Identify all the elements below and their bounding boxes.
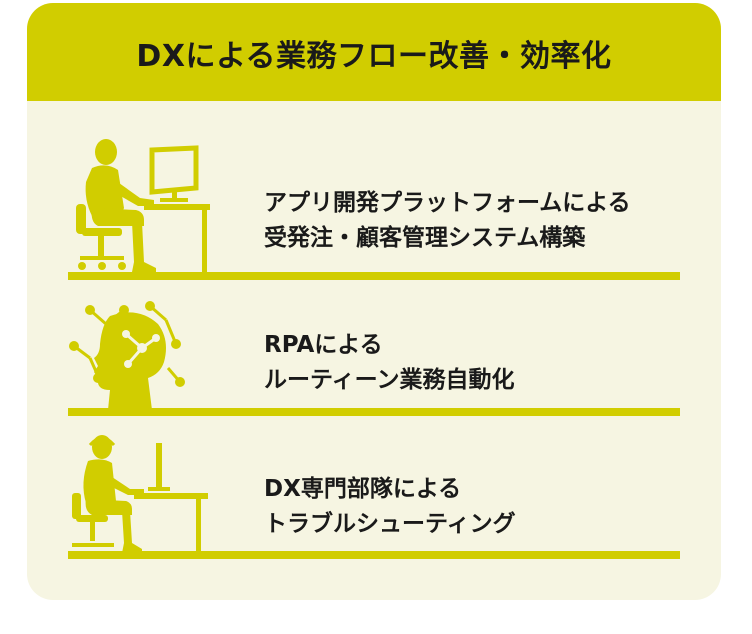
item-line-1: DX専門部隊による [264, 476, 462, 502]
item-divider [68, 408, 680, 416]
item-line-2: 受発注・顧客管理システム構築 [264, 225, 586, 251]
support-operator-icon [72, 435, 208, 555]
list-item-rpa: RPAによる ルーティーン業務自動化 [68, 298, 680, 418]
list-item-troubleshooting: DX専門部隊による トラブルシューティング [68, 431, 680, 561]
item-text: アプリ開発プラットフォームによる 受発注・顧客管理システム構築 [264, 186, 631, 256]
card-header: DXによる業務フロー改善・効率化 [27, 3, 721, 101]
item-line-1: アプリ開発プラットフォームによる [264, 190, 631, 216]
dx-card: DXによる業務フロー改善・効率化 [27, 3, 721, 600]
ai-head-network-icon [69, 301, 185, 408]
item-divider [68, 551, 680, 559]
item-text: RPAによる ルーティーン業務自動化 [264, 328, 514, 398]
list-item-app-platform: アプリ開発プラットフォームによる 受発注・顧客管理システム構築 [68, 133, 680, 283]
item-line-1: RPAによる [264, 332, 383, 358]
item-line-2: トラブルシューティング [264, 511, 516, 537]
office-worker-icon [76, 139, 210, 272]
card-title: DXによる業務フロー改善・効率化 [136, 39, 612, 74]
item-line-2: ルーティーン業務自動化 [264, 367, 515, 393]
item-text: DX専門部隊による トラブルシューティング [264, 472, 516, 542]
item-divider [68, 272, 680, 280]
